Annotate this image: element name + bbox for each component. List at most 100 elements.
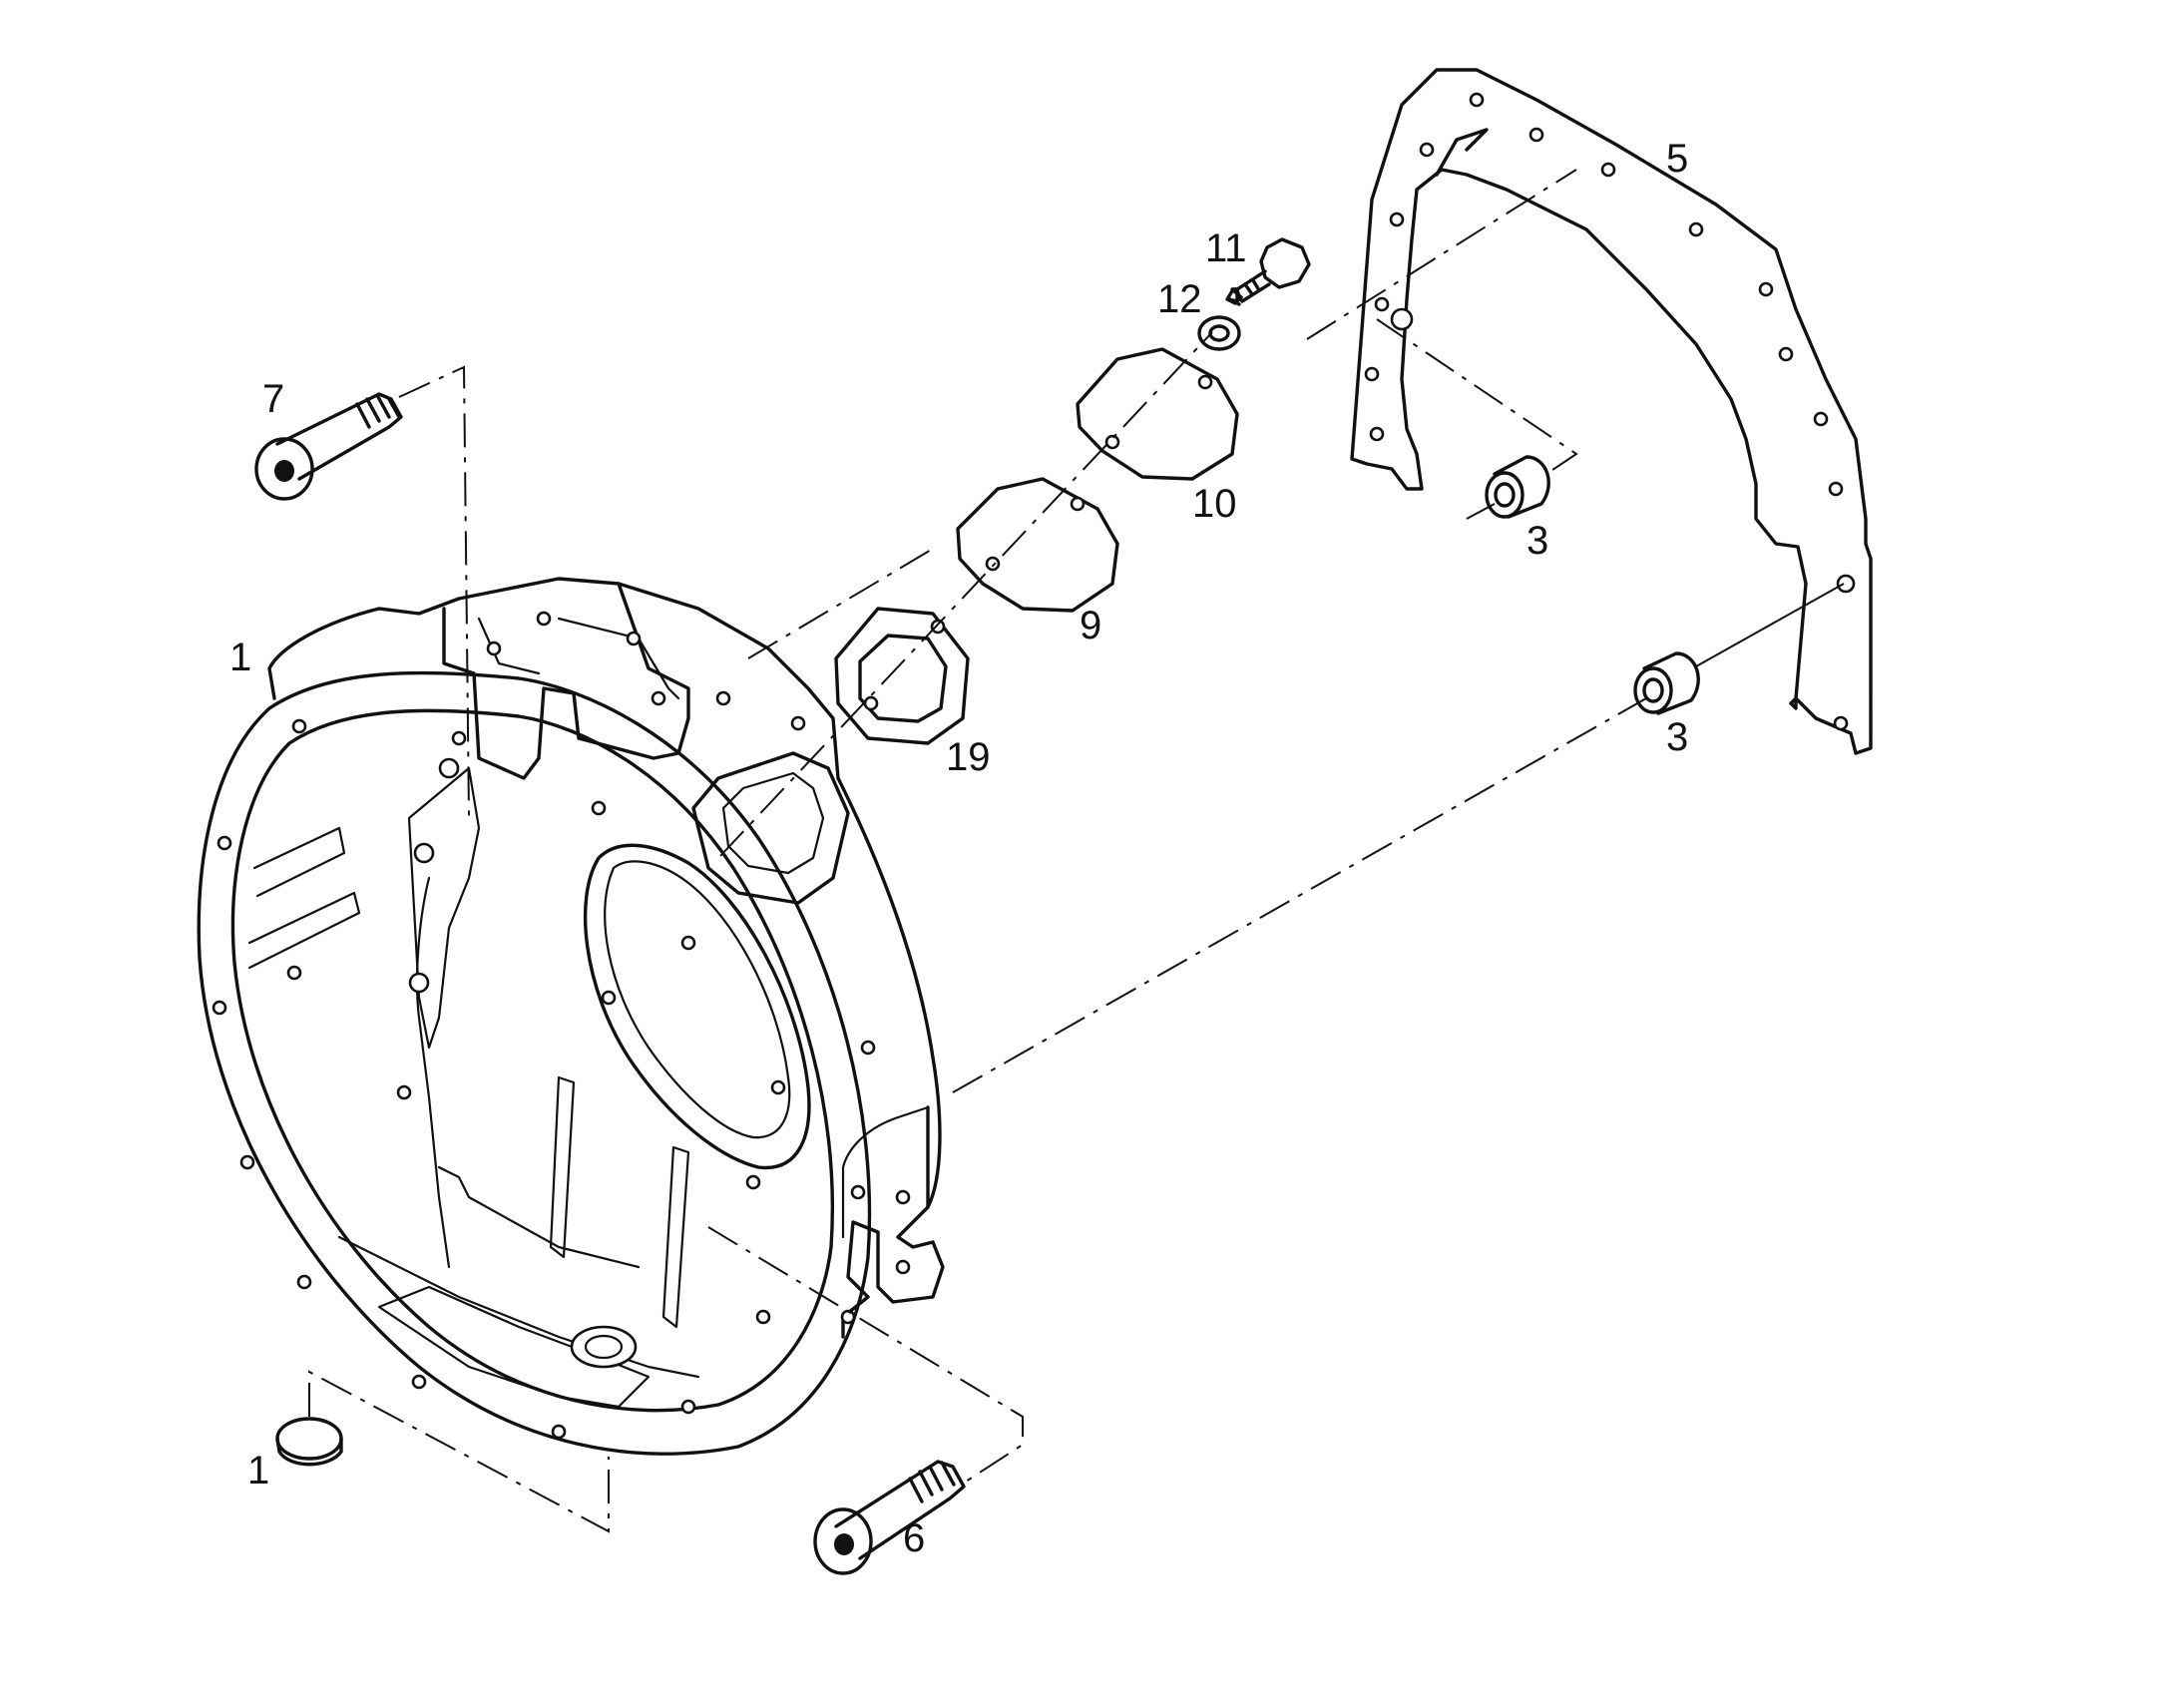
housing-web-vertical-2 — [661, 1145, 690, 1329]
dowel-3-lower-bore — [1642, 677, 1664, 703]
axis-dowel-upper-tip — [1466, 503, 1496, 520]
axis-screw-7 — [398, 365, 470, 819]
callout-5: 5 — [1666, 137, 1688, 181]
callout-11: 11 — [1205, 226, 1247, 270]
housing-pad-hole — [408, 972, 430, 994]
flange-hole — [286, 965, 302, 981]
screw-7-socket — [274, 460, 294, 482]
flange-hole — [895, 1259, 911, 1275]
housing-bell-top — [267, 577, 840, 780]
axis-dowel-upper — [1376, 318, 1578, 475]
plate-10-hole — [1197, 374, 1213, 390]
housing-outer-flange — [197, 670, 872, 1456]
screw-7-head — [254, 437, 314, 501]
flange-hole — [536, 611, 552, 627]
housing-pad-hole — [438, 757, 460, 779]
housing-rib-left-1 — [252, 826, 346, 898]
gasket-5-hole — [1813, 411, 1829, 427]
dowel-3-upper-end — [1485, 471, 1525, 519]
housing-inner-flange — [230, 708, 835, 1413]
callout-1-plug: 1 — [247, 1449, 269, 1493]
axis-plug-1 — [308, 1370, 610, 1533]
housing-foot-bracket-face — [841, 1105, 930, 1239]
dowel-3-upper-bore — [1494, 482, 1516, 508]
flange-hole — [626, 631, 642, 646]
housing-inspection-opening-inner — [721, 771, 825, 875]
flange-hole — [895, 1189, 911, 1205]
cover-gasket-19 — [834, 607, 970, 745]
callout-12: 12 — [1157, 277, 1202, 321]
flange-hole — [551, 1424, 567, 1440]
flange-hole — [860, 1040, 876, 1056]
axis-housing-to-covers — [747, 548, 934, 659]
gasket-5-hole — [1369, 426, 1385, 442]
flange-hole — [212, 1000, 227, 1016]
housing-web-vertical-1 — [549, 1075, 576, 1259]
plate-10-outline — [1076, 347, 1239, 481]
flange-hole — [790, 715, 806, 731]
plate-9-hole — [985, 556, 1001, 572]
housing-rib-bottom — [337, 1235, 700, 1379]
axis-dowel-lower-tip — [1695, 583, 1845, 667]
flywheel-housing — [197, 577, 945, 1456]
flange-hole — [217, 835, 232, 851]
gasket-5-hole — [1528, 127, 1544, 143]
callout-3-upper: 3 — [1526, 519, 1548, 563]
housing-drain-hole — [570, 1325, 638, 1369]
plug-1-top — [275, 1417, 343, 1461]
bolt-11-head — [1259, 237, 1311, 289]
callout-6: 6 — [903, 1516, 925, 1560]
housing-foot-bracket — [841, 1105, 945, 1339]
assembly-lines — [308, 169, 1845, 1533]
flange-hole — [601, 990, 617, 1006]
gasket-5-hole — [1364, 366, 1380, 382]
axis-bolt-11 — [1306, 169, 1577, 340]
axis-dowel-lower — [952, 697, 1647, 1093]
washer-12-outer — [1197, 315, 1241, 351]
plate-9-hole — [1070, 496, 1086, 512]
screw-7-body — [275, 392, 403, 481]
housing-crank-opening — [583, 843, 811, 1170]
callout-7: 7 — [262, 377, 284, 421]
flange-hole — [745, 1174, 761, 1190]
bolt-11-tip — [1225, 287, 1239, 305]
hex-bolt-11 — [1225, 237, 1311, 306]
screw-6-thread — [908, 1461, 956, 1503]
screw-6-head — [813, 1507, 873, 1575]
axis-screw-6 — [707, 1226, 1024, 1483]
housing-inspection-opening — [691, 751, 850, 905]
housing-top-pad — [477, 617, 680, 700]
flange-hole — [850, 1184, 866, 1200]
housing-inner-plate — [407, 766, 481, 1050]
gasket-5-hole — [1390, 307, 1414, 331]
flange-hole — [591, 800, 607, 816]
cap-screw-7 — [254, 392, 403, 501]
gasket-5-hole — [1778, 346, 1794, 362]
flange-hole — [680, 1399, 696, 1415]
callout-19: 19 — [946, 735, 991, 779]
gasket-5-hole — [1833, 715, 1849, 731]
dowel-3-lower — [1633, 651, 1700, 715]
gasket-5-hole — [1836, 574, 1856, 594]
screw-6-socket — [834, 1533, 854, 1555]
housing-bell-rim — [836, 776, 942, 1209]
flange-hole — [770, 1079, 786, 1095]
washer-12-inner — [1208, 324, 1230, 342]
cover-plate-9 — [956, 477, 1119, 613]
flange-hole — [291, 718, 307, 734]
callout-9: 9 — [1080, 604, 1101, 647]
gasket-19-outline — [834, 607, 970, 745]
flange-hole — [715, 690, 731, 706]
gasket-5-hole — [1600, 162, 1616, 178]
callout-1-housing: 1 — [229, 636, 251, 679]
plug-1 — [275, 1417, 343, 1467]
flange-hole — [840, 1309, 856, 1325]
gasket-5-hole — [1758, 281, 1774, 297]
gasket-5-hole — [1688, 221, 1704, 237]
flange-hole — [451, 730, 467, 746]
flange-hole — [239, 1154, 255, 1170]
housing-crank-opening-inner — [604, 860, 791, 1139]
gasket-5-hole — [1469, 92, 1485, 108]
flange-hole — [680, 935, 696, 951]
